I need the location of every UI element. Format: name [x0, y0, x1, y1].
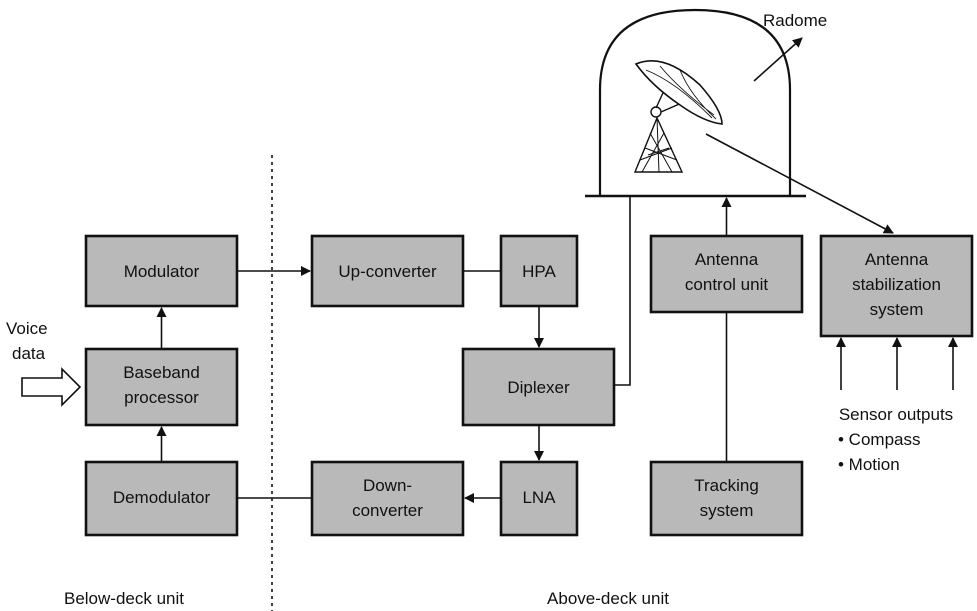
diplexer-block: Diplexer — [461, 347, 616, 427]
demodulator-label: Demodulator — [113, 488, 211, 507]
voice-label-line2: data — [12, 344, 46, 363]
demodulator-block: Demodulator — [84, 460, 239, 537]
sensor-output-motion: • Motion — [838, 455, 900, 474]
down-converter-label-line2: converter — [352, 501, 423, 520]
stab-label-line2: stabilization — [852, 275, 941, 294]
arrow-antenna-to-stabilization — [705, 133, 894, 234]
lna-block: LNA — [499, 460, 579, 537]
diplexer-label: Diplexer — [507, 378, 570, 397]
modulator-block: Modulator — [84, 234, 239, 308]
down-converter-label-line1: Down- — [363, 476, 412, 495]
hpa-block: HPA — [499, 234, 579, 308]
hpa-label: HPA — [522, 262, 556, 281]
up-converter-label: Up-converter — [338, 262, 437, 281]
baseband-processor-block: Baseband processor — [84, 347, 239, 427]
below-deck-caption: Below-deck unit — [64, 589, 184, 608]
down-converter-block: Down- converter — [310, 460, 465, 537]
voice-data-input-arrow — [21, 367, 82, 407]
dish-antenna-icon — [633, 60, 723, 173]
stab-label-line3: system — [870, 300, 924, 319]
baseband-label-line2: processor — [124, 388, 199, 407]
lna-label: LNA — [522, 488, 556, 507]
acu-label-line2: control unit — [685, 275, 768, 294]
antenna-stabilization-system-block: Antenna stabilization system — [819, 234, 974, 338]
antenna-control-unit-block: Antenna control unit — [649, 234, 804, 314]
above-deck-caption: Above-deck unit — [547, 589, 669, 608]
modulator-label: Modulator — [124, 262, 200, 281]
acu-label-line1: Antenna — [695, 250, 759, 269]
sensor-outputs-title: Sensor outputs — [839, 405, 953, 424]
tracking-label-line1: Tracking — [694, 476, 759, 495]
voice-label-line1: Voice — [6, 319, 48, 338]
up-converter-block: Up-converter — [310, 234, 465, 308]
tracking-system-block: Tracking system — [649, 460, 804, 537]
sensor-output-compass: • Compass — [838, 430, 920, 449]
line-diplexer-to-antenna — [614, 196, 631, 386]
baseband-label-line1: Baseband — [123, 363, 200, 382]
tracking-label-line2: system — [700, 501, 754, 520]
stab-label-line1: Antenna — [865, 250, 929, 269]
radome-pointer-arrow — [753, 37, 803, 82]
radome-label: Radome — [763, 11, 827, 30]
